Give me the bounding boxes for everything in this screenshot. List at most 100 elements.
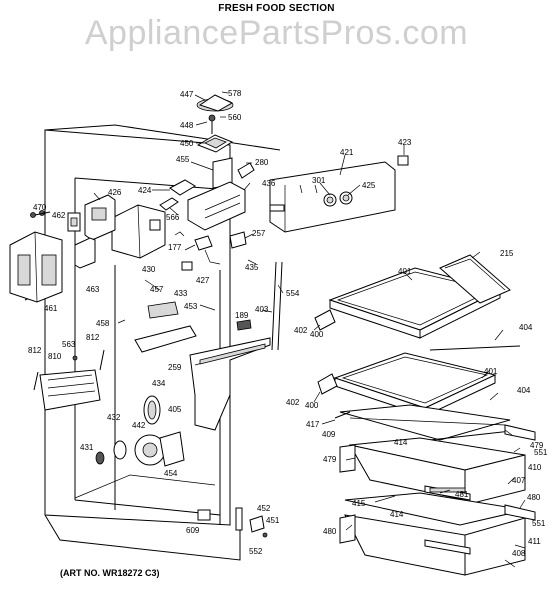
switch-462 bbox=[67, 212, 81, 232]
callout-551-lower: 551 bbox=[532, 519, 546, 528]
callout-177: 177 bbox=[168, 243, 182, 252]
callout-462: 462 bbox=[52, 211, 66, 220]
callout-566: 566 bbox=[166, 213, 180, 222]
watermark: AppliancePartsPros.com bbox=[84, 14, 469, 52]
callout-280: 280 bbox=[255, 158, 269, 167]
callout-554: 554 bbox=[286, 289, 300, 298]
crisper-lower bbox=[339, 492, 536, 576]
callout-448: 448 bbox=[180, 121, 194, 130]
callout-453: 453 bbox=[184, 302, 198, 311]
bracket-463 bbox=[74, 237, 96, 269]
part-189 bbox=[236, 319, 252, 331]
callout-400-lower: 400 bbox=[305, 401, 319, 410]
callout-402-upper: 402 bbox=[294, 326, 308, 335]
callout-461: 461 bbox=[44, 304, 58, 313]
callout-458: 458 bbox=[96, 319, 110, 328]
callout-427: 427 bbox=[196, 276, 210, 285]
callout-401-lower: 401 bbox=[484, 367, 498, 376]
fan-motor-assembly bbox=[95, 395, 185, 467]
callout-455: 455 bbox=[176, 155, 190, 164]
callout-454: 454 bbox=[164, 469, 178, 478]
callout-215: 215 bbox=[500, 249, 514, 258]
callout-401-upper: 401 bbox=[398, 267, 412, 276]
callout-452: 452 bbox=[257, 504, 271, 513]
callout-812-right: 812 bbox=[86, 333, 100, 342]
callout-810: 810 bbox=[48, 352, 62, 361]
callout-447: 447 bbox=[180, 90, 194, 99]
callout-551-upper: 551 bbox=[534, 448, 548, 457]
callout-408: 408 bbox=[512, 549, 526, 558]
art-number: (ART NO. WR18272 C3) bbox=[60, 568, 160, 578]
callout-259: 259 bbox=[168, 363, 182, 372]
callout-426: 426 bbox=[108, 188, 122, 197]
callout-432: 432 bbox=[107, 413, 121, 422]
callout-423: 423 bbox=[398, 138, 412, 147]
callout-451: 451 bbox=[266, 516, 280, 525]
duct-assembly bbox=[134, 325, 271, 431]
callout-415: 415 bbox=[352, 499, 366, 508]
dairy-bin-215 bbox=[439, 254, 511, 304]
callout-411: 411 bbox=[528, 537, 541, 546]
callout-414-lower: 414 bbox=[390, 510, 404, 519]
callout-405: 405 bbox=[168, 405, 182, 414]
callout-480-right: 480 bbox=[527, 493, 541, 502]
part-433 bbox=[147, 301, 179, 319]
bottom-hardware bbox=[197, 507, 268, 538]
defrost-heater bbox=[33, 349, 105, 411]
callout-463: 463 bbox=[86, 285, 100, 294]
callout-479-right: 479 bbox=[530, 441, 544, 450]
callout-442: 442 bbox=[132, 421, 146, 430]
callout-189: 189 bbox=[235, 311, 249, 320]
callout-578: 578 bbox=[228, 89, 242, 98]
callout-480-left: 480 bbox=[323, 527, 337, 536]
callout-431: 431 bbox=[80, 443, 94, 452]
callout-409: 409 bbox=[322, 430, 336, 439]
callout-402-lower: 402 bbox=[286, 398, 300, 407]
leader-lines bbox=[93, 91, 526, 568]
callout-430: 430 bbox=[142, 265, 156, 274]
page-title: FRESH FOOD SECTION bbox=[218, 3, 335, 14]
callout-457: 457 bbox=[150, 285, 164, 294]
callout-470: 470 bbox=[33, 203, 47, 212]
temperature-control-assembly bbox=[196, 94, 234, 153]
callout-404-upper: 404 bbox=[519, 323, 533, 332]
callout-414-upper: 414 bbox=[394, 438, 408, 447]
callout-435: 435 bbox=[245, 263, 259, 272]
callout-421: 421 bbox=[340, 148, 354, 157]
callout-404-lower: 404 bbox=[517, 386, 531, 395]
rail-417 bbox=[334, 411, 351, 419]
callout-labels: 447 578 448 560 450 455 280 421 423 426 … bbox=[28, 89, 548, 558]
wiring-parts bbox=[159, 197, 257, 271]
callout-563: 563 bbox=[62, 340, 76, 349]
callout-552: 552 bbox=[249, 547, 263, 556]
callout-407: 407 bbox=[512, 476, 526, 485]
callout-417: 417 bbox=[306, 420, 320, 429]
control-housing bbox=[269, 161, 396, 233]
callout-400-upper: 400 bbox=[310, 330, 324, 339]
callout-450: 450 bbox=[180, 139, 194, 148]
callout-257: 257 bbox=[252, 229, 266, 238]
callout-609: 609 bbox=[186, 526, 200, 535]
callout-434: 434 bbox=[152, 379, 166, 388]
callout-403: 403 bbox=[255, 305, 269, 314]
callout-433: 433 bbox=[174, 289, 188, 298]
lamp-423 bbox=[397, 155, 409, 166]
callout-301: 301 bbox=[312, 176, 326, 185]
shelf-glass-lower bbox=[339, 404, 521, 441]
crisper-upper bbox=[339, 424, 536, 506]
screw-set-470 bbox=[30, 210, 51, 218]
shelf-rail-554 bbox=[271, 261, 283, 351]
callout-424: 424 bbox=[138, 186, 152, 195]
light-cover-461 bbox=[9, 231, 63, 303]
callout-410: 410 bbox=[528, 463, 542, 472]
callout-481: 481 bbox=[455, 490, 469, 499]
callout-479-left: 479 bbox=[323, 455, 337, 464]
callout-425: 425 bbox=[362, 181, 376, 190]
thermostat-duct bbox=[169, 179, 246, 231]
thermostat-bracket bbox=[84, 194, 166, 259]
callout-436: 436 bbox=[262, 179, 276, 188]
callout-560: 560 bbox=[228, 113, 242, 122]
callout-812-left: 812 bbox=[28, 346, 42, 355]
